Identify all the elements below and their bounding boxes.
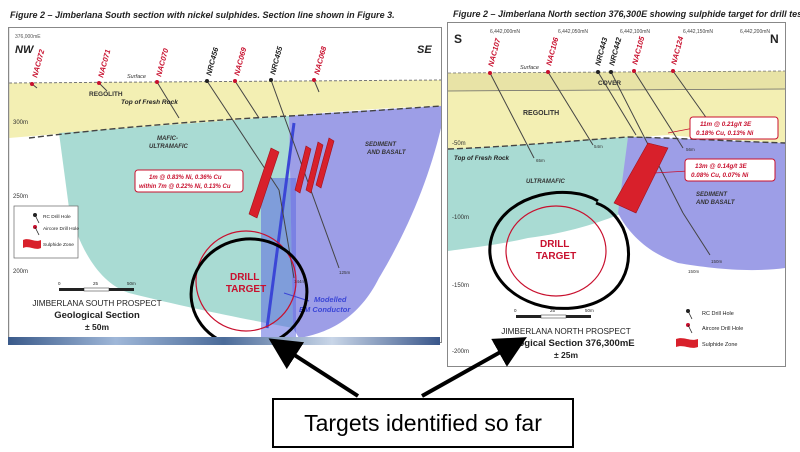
right-northing: 6,442,200mN xyxy=(740,29,770,35)
left-nw-label: NW xyxy=(15,44,35,56)
right-sediment-line: AND BASALT xyxy=(695,200,736,206)
right-legend-rc: RC Drill Hole xyxy=(702,311,734,317)
left-depth-250: 250m xyxy=(13,194,28,200)
right-sediment-line: SEDIMENT xyxy=(696,192,728,198)
right-depth-56: 56m xyxy=(686,147,695,152)
right-depth-50: -50m xyxy=(452,141,466,147)
right-legend-sulphide: Sulphide Zone xyxy=(702,342,737,348)
left-easting-label: 376,000mE xyxy=(15,34,41,40)
left-depth-125: 125m xyxy=(339,270,351,275)
right-northing: 6,442,050mN xyxy=(558,29,588,35)
right-scale-25: 25 xyxy=(550,308,556,313)
right-depth-150: -150m xyxy=(452,283,469,289)
left-em-line: EM Conductor xyxy=(299,305,351,314)
left-target-line: TARGET xyxy=(226,284,266,295)
left-mafic-label: MAFIC- ULTRAMAFIC xyxy=(149,136,189,150)
right-figure-title: Figure 2 – Jimberlana North section 376,… xyxy=(453,9,800,19)
right-target-label: DRILL TARGET xyxy=(536,239,576,262)
right-cover-label: COVER xyxy=(598,80,621,87)
right-assay1-line1: 11m @ 0.21g/t 3E xyxy=(700,121,752,128)
left-scale-25: 25 xyxy=(93,281,99,286)
left-depth-200: 200m xyxy=(13,269,28,275)
left-figure-title: Figure 2 – Jimberlana South section with… xyxy=(10,10,395,20)
targets-callout-box: Targets identified so far xyxy=(272,398,574,448)
left-sediment-label: SEDIMENT AND BASALT xyxy=(365,142,407,156)
left-sediment-line: SEDIMENT xyxy=(365,142,397,148)
left-em-line: Modelled xyxy=(314,295,347,304)
left-regolith-label: REGOLITH xyxy=(89,91,123,98)
right-drill-holes xyxy=(489,70,711,256)
left-accuracy: ± 50m xyxy=(85,322,109,332)
right-sulphide-zone xyxy=(613,142,669,214)
left-prospect-name: JIMBERLANA SOUTH PROSPECT xyxy=(32,299,161,308)
right-northing: 6,442,000mN xyxy=(490,29,520,35)
left-depth-144: 144m xyxy=(294,279,306,284)
right-assay-box-1 xyxy=(689,116,779,140)
left-hand-circle xyxy=(189,237,309,342)
right-depth-100: -100m xyxy=(452,215,469,221)
right-target-circle xyxy=(505,205,607,297)
left-section-panel: 376,000mE NW SE 300m 250m 200m NAC072 NA… xyxy=(8,27,442,343)
right-fresh-rock-label: Top of Fresh Rock xyxy=(454,155,510,162)
left-assay-box xyxy=(134,169,244,193)
right-ultramafic-label: ULTRAMAFIC xyxy=(526,179,566,185)
left-assay-line1: 1m @ 0.83% Ni, 0.36% Cu xyxy=(149,175,222,181)
left-photo-strip xyxy=(8,337,440,345)
right-sediment-label: SEDIMENT AND BASALT xyxy=(695,192,736,206)
right-target-line: DRILL xyxy=(540,239,569,250)
left-assay-line2: within 7m @ 0.22% Ni, 0.13% Cu xyxy=(139,184,231,190)
right-northing: 6,442,100mN xyxy=(620,29,650,35)
right-assay-box-2 xyxy=(684,158,776,182)
right-section-diagram: S N 6,442,000mN 6,442,050mN 6,442,100mN … xyxy=(448,23,785,366)
arrow-left xyxy=(268,338,360,398)
left-legend-sulphide: Sulphide Zone xyxy=(43,242,74,248)
left-mafic-line: MAFIC- xyxy=(157,136,178,142)
right-scale-0: 0 xyxy=(514,308,517,313)
right-s-label: S xyxy=(454,32,462,46)
left-fresh-rock-label: Top of Fresh Rock xyxy=(121,99,178,106)
right-depth-54: 54m xyxy=(594,144,603,149)
left-scale-50: 50m xyxy=(127,281,136,286)
left-legend-rc: RC Drill Hole xyxy=(43,214,71,220)
right-accuracy: ± 25m xyxy=(554,350,578,360)
left-target-circle xyxy=(195,230,297,332)
right-legend-aircore: Aircore Drill Hole xyxy=(702,326,743,332)
right-prospect-name: JIMBERLANA NORTH PROSPECT xyxy=(501,327,631,336)
right-assay2-line1: 13m @ 0.14g/t 3E xyxy=(695,163,747,170)
right-scale-bar: 0 25 50m xyxy=(514,308,594,319)
right-assay2-line2: 0.08% Cu, 0.07% Ni xyxy=(691,172,749,179)
right-depth-150b: 150m xyxy=(711,259,723,264)
right-regolith-label: REGOLITH xyxy=(523,110,559,117)
right-target-line: TARGET xyxy=(536,251,576,262)
left-surface-label: Surface xyxy=(127,74,146,80)
right-section-panel: S N 6,442,000mN 6,442,050mN 6,442,100mN … xyxy=(447,22,786,367)
left-depth-300: 300m xyxy=(13,120,28,126)
left-target-line: DRILL xyxy=(230,272,259,283)
right-hand-circle xyxy=(488,190,631,310)
left-em-label: Modelled EM Conductor xyxy=(299,295,351,314)
right-assay1-line2: 0.18% Cu, 0.13% Ni xyxy=(696,130,754,137)
right-northing: 6,442,150mN xyxy=(683,29,713,35)
right-depth-200: -200m xyxy=(452,349,469,355)
right-scale-50: 50m xyxy=(585,308,594,313)
left-section-diagram: 376,000mE NW SE 300m 250m 200m NAC072 NA… xyxy=(9,28,441,342)
left-target-label: DRILL TARGET xyxy=(226,272,266,295)
left-sulphide-zones xyxy=(248,137,335,219)
right-n-label: N xyxy=(770,32,779,46)
left-section-name: Geological Section xyxy=(54,310,140,321)
right-depth-65: 65m xyxy=(536,158,545,163)
left-legend-aircore: Aircore Drill Hole xyxy=(43,226,79,232)
right-section-name: Geological Section 376,300mE xyxy=(497,338,634,349)
left-legend: RC Drill Hole Aircore Drill Hole Sulphid… xyxy=(13,205,79,259)
right-legend: RC Drill Hole Aircore Drill Hole Sulphid… xyxy=(676,309,743,348)
left-se-label: SE xyxy=(417,44,432,56)
right-surface-label: Surface xyxy=(520,65,539,71)
left-scale-0: 0 xyxy=(58,281,61,286)
left-scale-bar: 0 25 50m xyxy=(58,281,136,292)
right-depth-150a: 150m xyxy=(688,269,700,274)
left-mafic-line: ULTRAMAFIC xyxy=(149,144,189,150)
targets-callout-text: Targets identified so far xyxy=(304,409,542,436)
left-sediment-line: AND BASALT xyxy=(366,150,407,156)
